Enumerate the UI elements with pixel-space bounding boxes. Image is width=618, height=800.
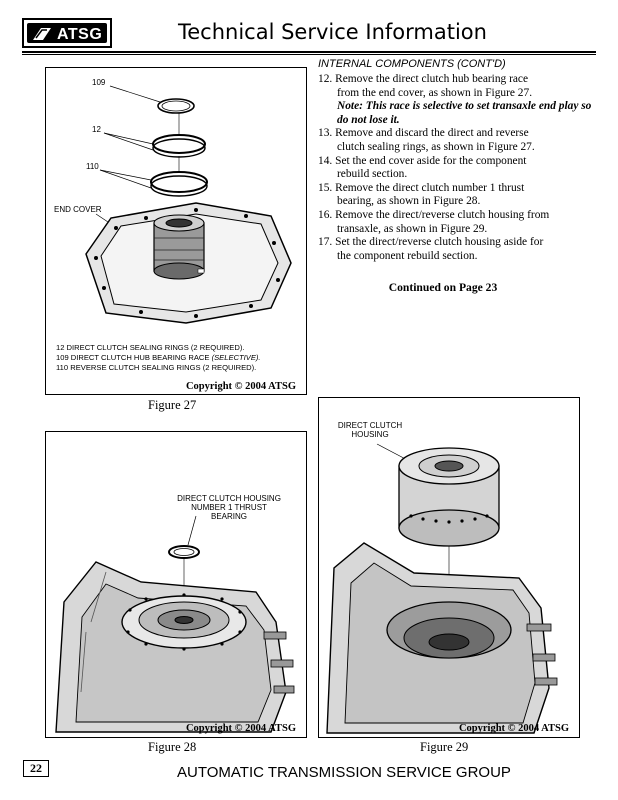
callout-thrust-bearing: DIRECT CLUTCH HOUSING NUMBER 1 THRUST BE… bbox=[177, 494, 281, 521]
figure-29-box: DIRECT CLUTCH HOUSING Copyright © 2004 A… bbox=[318, 397, 580, 738]
legend-item: 110 REVERSE CLUTCH SEALING RINGS (2 REQU… bbox=[56, 363, 257, 372]
logo-emblem-icon bbox=[33, 28, 51, 40]
page-number: 22 bbox=[23, 760, 49, 777]
step-14: 14. Set the end cover aside for the comp… bbox=[318, 154, 527, 181]
step-13: 13. Remove and discard the direct and re… bbox=[318, 127, 535, 153]
callout-12: 12 bbox=[92, 125, 101, 134]
callout-109: 109 bbox=[92, 78, 106, 87]
callout-clutch-housing: DIRECT CLUTCH HOUSING bbox=[337, 421, 403, 439]
figure-28-box: DIRECT CLUTCH HOUSING NUMBER 1 THRUST BE… bbox=[45, 431, 307, 738]
figure-27-caption: Figure 27 bbox=[148, 398, 197, 412]
footer-title: AUTOMATIC TRANSMISSION SERVICE GROUP bbox=[177, 764, 511, 781]
legend-item: 109 DIRECT CLUTCH HUB BEARING RACE (SELE… bbox=[56, 353, 261, 362]
continued-note: Continued on Page 23 bbox=[388, 281, 498, 294]
section-title: INTERNAL COMPONENTS (CONT'D) bbox=[318, 58, 506, 70]
figure-29-copyright: Copyright © 2004 ATSG bbox=[458, 723, 569, 734]
thrust-bearing-illustration bbox=[55, 515, 295, 733]
figure-27-copyright: Copyright © 2004 ATSG bbox=[185, 381, 296, 392]
instruction-steps: 12. Remove the direct clutch hub bearing… bbox=[318, 73, 598, 263]
step-12: 12. Remove the direct clutch hub bearing… bbox=[318, 73, 598, 127]
step-17: 17. Set the direct/reverse clutch housin… bbox=[318, 236, 544, 262]
callout-end-cover: END COVER bbox=[54, 205, 102, 214]
step-16: 16. Remove the direct/reverse clutch hou… bbox=[318, 208, 550, 235]
header-rule bbox=[22, 51, 596, 53]
header-rule-thin bbox=[22, 54, 596, 55]
figure-27-box: 109 12 110 END COVER 12 DIRECT CLUTCH SE… bbox=[45, 67, 307, 395]
figure-28-caption: Figure 28 bbox=[148, 740, 197, 754]
figure-29-caption: Figure 29 bbox=[420, 740, 469, 754]
end-cover-illustration bbox=[85, 85, 292, 324]
figure-28-copyright: Copyright © 2004 ATSG bbox=[185, 723, 296, 734]
step-15: 15. Remove the direct clutch number 1 th… bbox=[318, 181, 525, 208]
figure-27-legend: 12 DIRECT CLUTCH SEALING RINGS (2 REQUIR… bbox=[56, 343, 261, 373]
logo-badge: ATSG bbox=[27, 23, 107, 43]
step-note: Note: This race is selective to set tran… bbox=[337, 100, 592, 126]
clutch-housing-illustration bbox=[326, 443, 558, 734]
atsg-logo: ATSG bbox=[22, 18, 112, 48]
legend-item: 12 DIRECT CLUTCH SEALING RINGS (2 REQUIR… bbox=[56, 343, 245, 352]
logo-text: ATSG bbox=[57, 26, 103, 43]
callout-110: 110 bbox=[86, 162, 99, 171]
page-title: Technical Service Information bbox=[178, 20, 487, 44]
